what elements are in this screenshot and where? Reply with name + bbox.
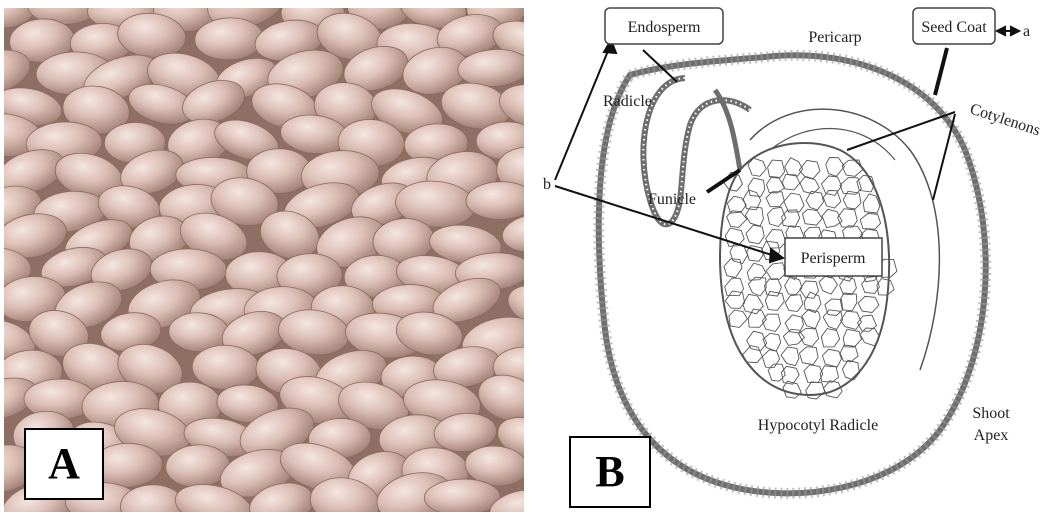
seed-diagram-panel: Endosperm Seed Coat Perisperm Pericarp a… xyxy=(535,0,1054,515)
seed-coat-arrow-left xyxy=(997,27,1005,35)
cotyledons-label: Cotylenons xyxy=(968,101,1043,140)
b-label: b xyxy=(543,176,551,193)
leader-cotyledon-2 xyxy=(933,114,955,200)
pericarp-label: Pericarp xyxy=(808,29,861,46)
panel-a-label: A xyxy=(24,428,104,500)
panel-b-label: B xyxy=(569,436,651,508)
panel-a-label-text: A xyxy=(48,442,80,486)
hypocotyl-radicle-label: Hypocotyl Radicle xyxy=(758,417,878,434)
funicle-label: Funicle xyxy=(648,191,696,208)
a-label: a xyxy=(1023,23,1030,40)
endosperm-label: Endosperm xyxy=(628,19,701,36)
apex-label: Apex xyxy=(974,427,1009,444)
shoot-label: Shoot xyxy=(972,405,1010,422)
seed-coat-label: Seed Coat xyxy=(921,19,987,36)
seed-coat-arrow-right xyxy=(1011,27,1019,35)
leader-seed-coat xyxy=(935,48,947,95)
leader-cotyledon-1 xyxy=(847,112,955,150)
radicle-label: Radicle xyxy=(603,93,652,110)
perisperm-label: Perisperm xyxy=(801,250,866,267)
seed-photo-panel: A xyxy=(4,8,524,512)
panel-b-label-text: B xyxy=(595,450,624,494)
